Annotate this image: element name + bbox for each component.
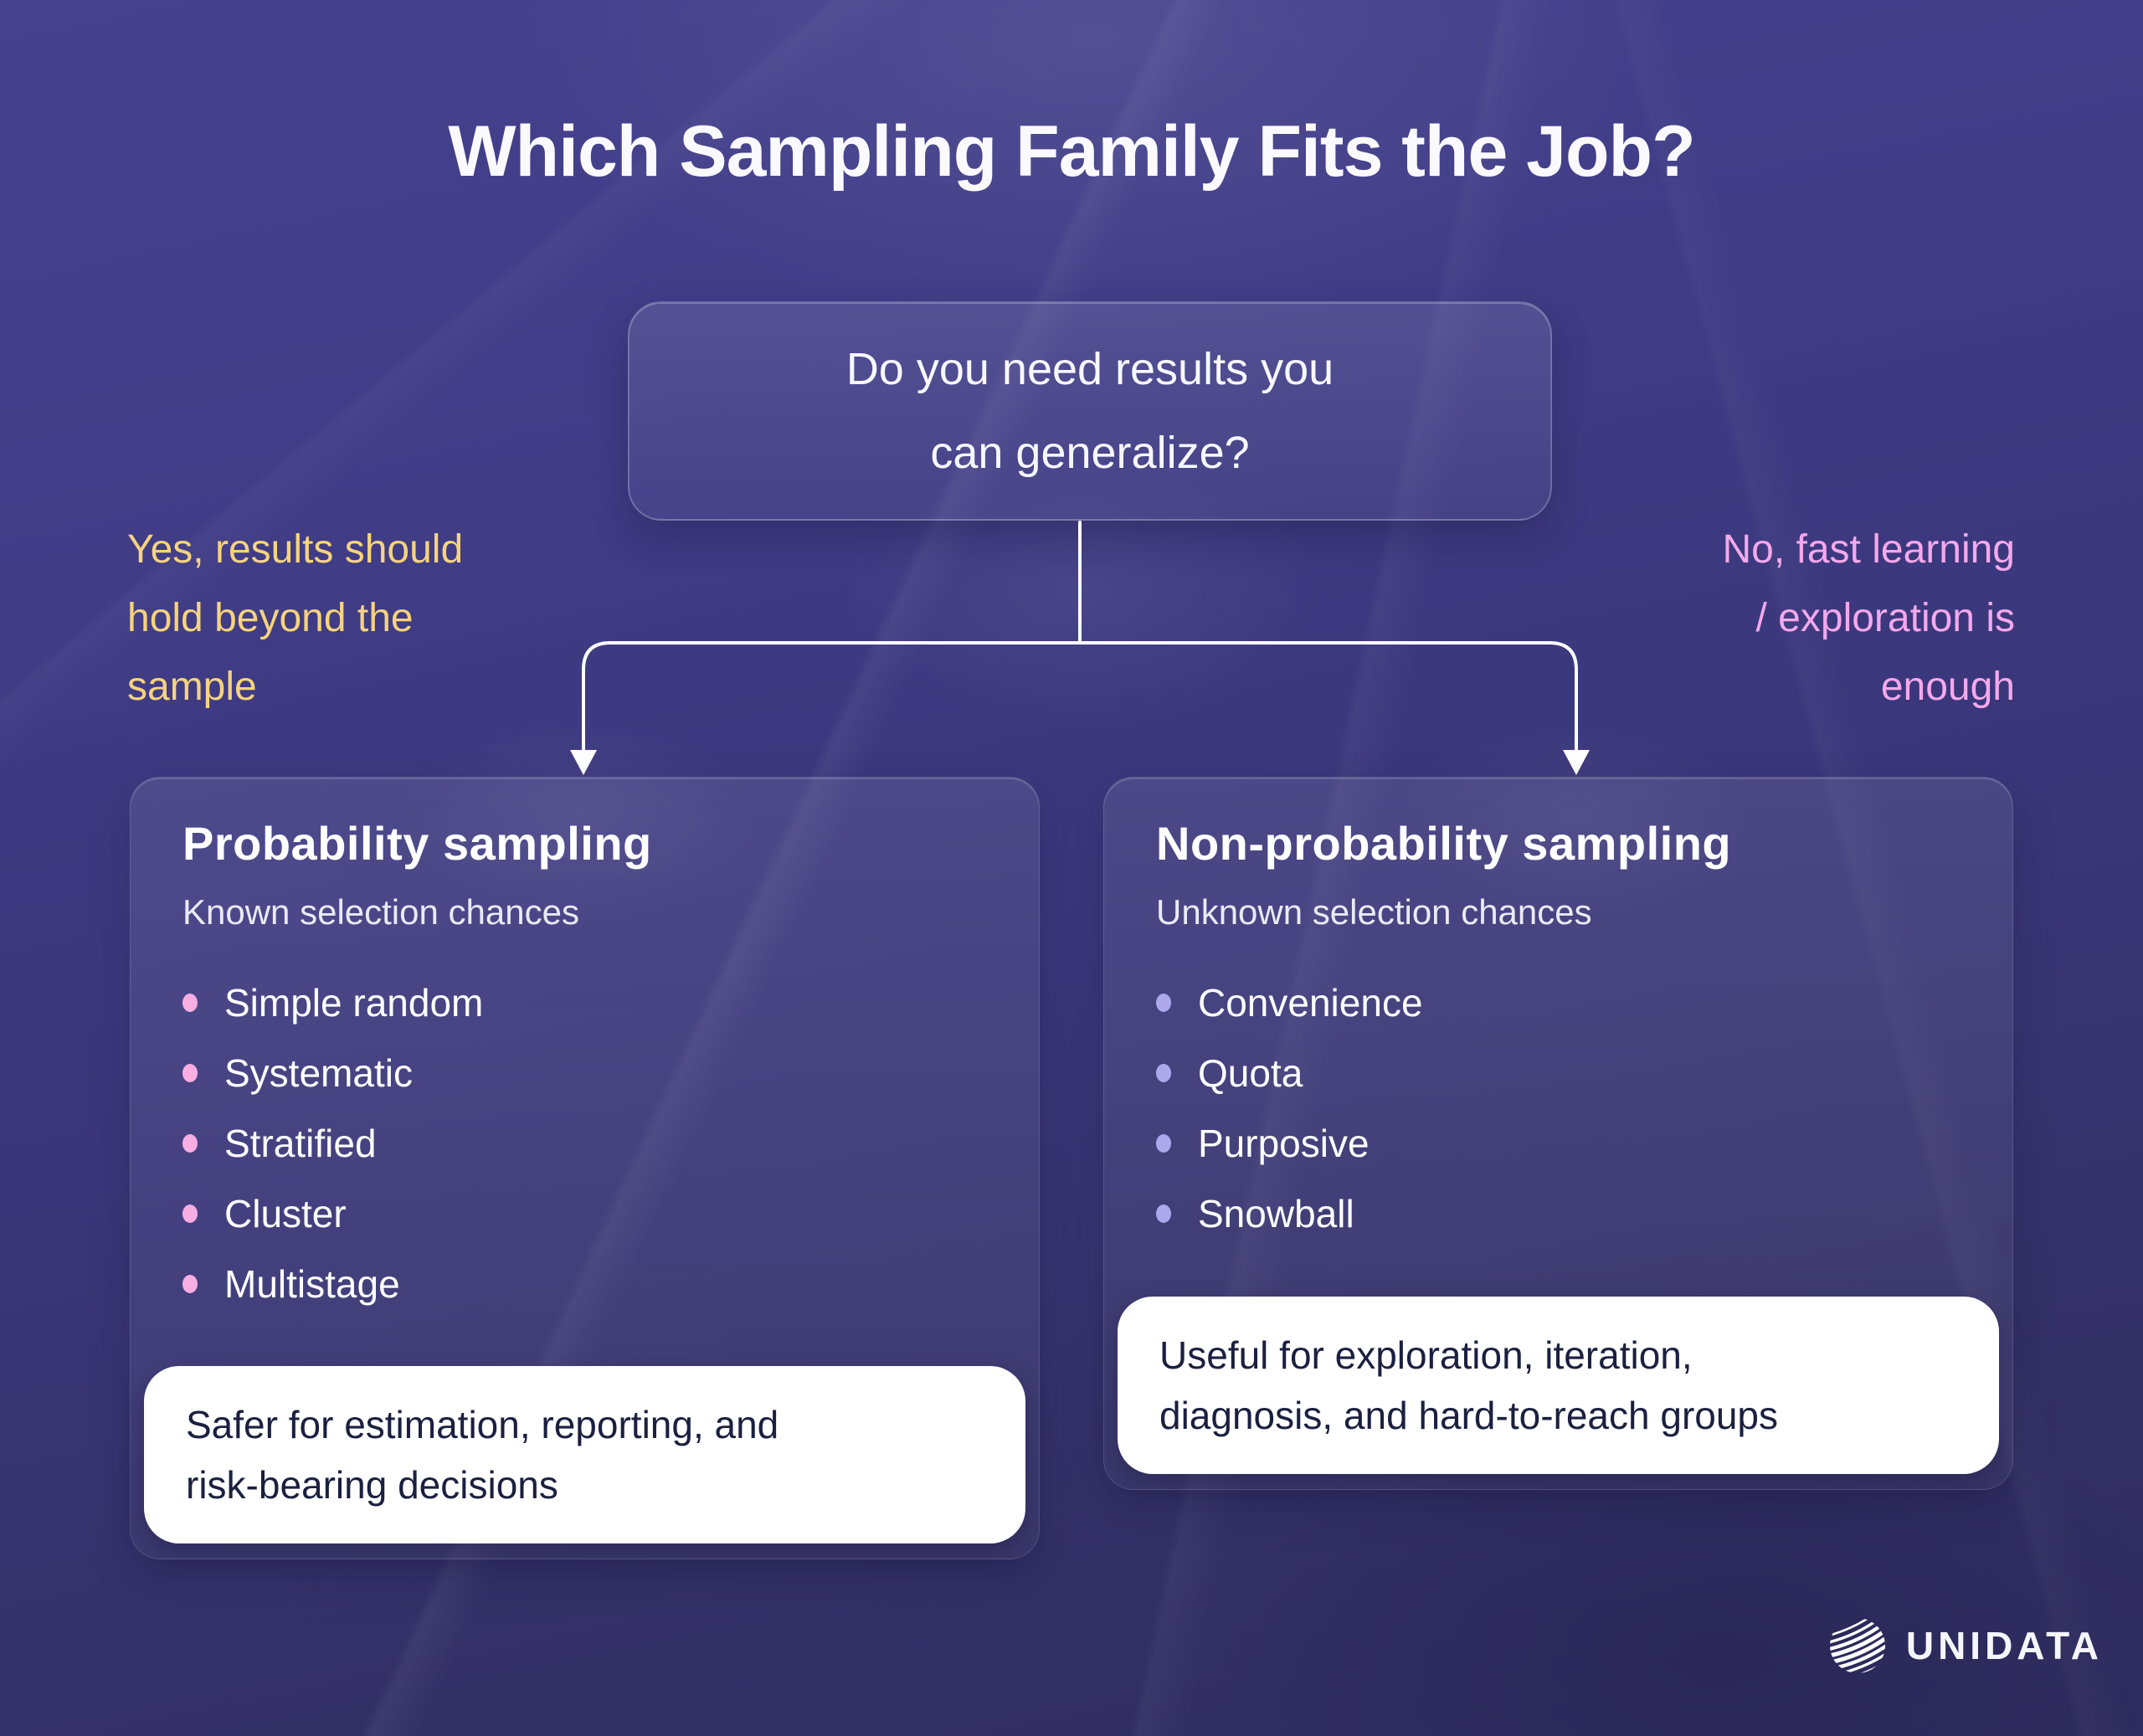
non-probability-card-subtitle: Unknown selection chances [1156, 892, 1592, 932]
no-line-1: No, fast learning [1722, 527, 2015, 572]
bullet-label: Cluster [224, 1192, 347, 1235]
globe-icon [1827, 1615, 1888, 1676]
brand-logo: UNIDATA [1827, 1614, 2103, 1677]
probability-sampling-card: Probability sampling Known selection cha… [130, 777, 1040, 1559]
list-item: Simple random [182, 968, 1022, 1038]
list-item: Multistage [182, 1249, 1022, 1319]
bullet-dot-icon [1156, 1204, 1171, 1223]
bullet-dot-icon [182, 1134, 198, 1153]
no-line-3: enough [1880, 665, 2015, 709]
bullet-dot-icon [1156, 1134, 1171, 1153]
list-item: Cluster [182, 1179, 1022, 1249]
non-probability-bullet-list: Convenience Quota Purposive Snowball [1156, 968, 1996, 1249]
brand-wordmark: UNIDATA [1905, 1624, 2103, 1667]
branch-label-yes: Yes, results should hold beyond the samp… [127, 516, 463, 722]
list-item: Stratified [182, 1108, 1022, 1179]
bullet-label: Systematic [224, 1051, 413, 1095]
non-probability-note-line-2: diagnosis, and hard-to-reach groups [1159, 1394, 1779, 1437]
list-item: Purposive [1156, 1108, 1996, 1179]
probability-card-title: Probability sampling [182, 817, 652, 870]
arrow-down-left-icon [570, 750, 597, 775]
bullet-label: Simple random [224, 981, 484, 1025]
non-probability-note-callout: Useful for exploration, iteration, diagn… [1118, 1297, 1999, 1474]
bullet-dot-icon [182, 1204, 198, 1223]
page-title: Which Sampling Family Fits the Job? [448, 111, 1695, 192]
list-item: Quota [1156, 1038, 1996, 1108]
non-probability-note-line-1: Useful for exploration, iteration, [1159, 1333, 1693, 1377]
probability-note-callout: Safer for estimation, reporting, and ris… [144, 1366, 1025, 1543]
bullet-label: Stratified [224, 1122, 377, 1165]
bullet-dot-icon [1156, 1064, 1171, 1082]
yes-line-3: sample [127, 665, 257, 709]
list-item: Convenience [1156, 968, 1996, 1038]
bullet-label: Quota [1198, 1051, 1303, 1095]
list-item: Systematic [182, 1038, 1022, 1108]
probability-bullet-list: Simple random Systematic Stratified Clus… [182, 968, 1022, 1319]
no-line-2: / exploration is [1755, 596, 2016, 640]
arrow-down-right-icon [1563, 750, 1590, 775]
yes-line-1: Yes, results should [127, 527, 464, 572]
bullet-dot-icon [1156, 994, 1171, 1012]
decision-question-box: Do you need results you can generalize? [628, 301, 1552, 521]
list-item: Snowball [1156, 1179, 1996, 1249]
bullet-dot-icon [182, 1064, 198, 1082]
probability-card-subtitle: Known selection chances [182, 892, 579, 932]
probability-note-line-2: risk-bearing decisions [186, 1463, 558, 1507]
branch-label-no: No, fast learning / exploration is enoug… [1722, 516, 2015, 722]
question-line-1: Do you need results you [845, 344, 1334, 394]
bullet-dot-icon [182, 1275, 198, 1293]
bullet-dot-icon [182, 994, 198, 1012]
non-probability-sampling-card: Non-probability sampling Unknown selecti… [1103, 777, 2013, 1490]
bullet-label: Multistage [224, 1262, 400, 1306]
non-probability-card-title: Non-probability sampling [1156, 817, 1732, 870]
bullet-label: Snowball [1198, 1192, 1354, 1235]
probability-note-line-1: Safer for estimation, reporting, and [186, 1403, 779, 1446]
yes-line-2: hold beyond the [127, 596, 414, 640]
bullet-label: Convenience [1198, 981, 1423, 1025]
question-line-2: can generalize? [930, 428, 1250, 478]
bullet-label: Purposive [1198, 1122, 1370, 1165]
